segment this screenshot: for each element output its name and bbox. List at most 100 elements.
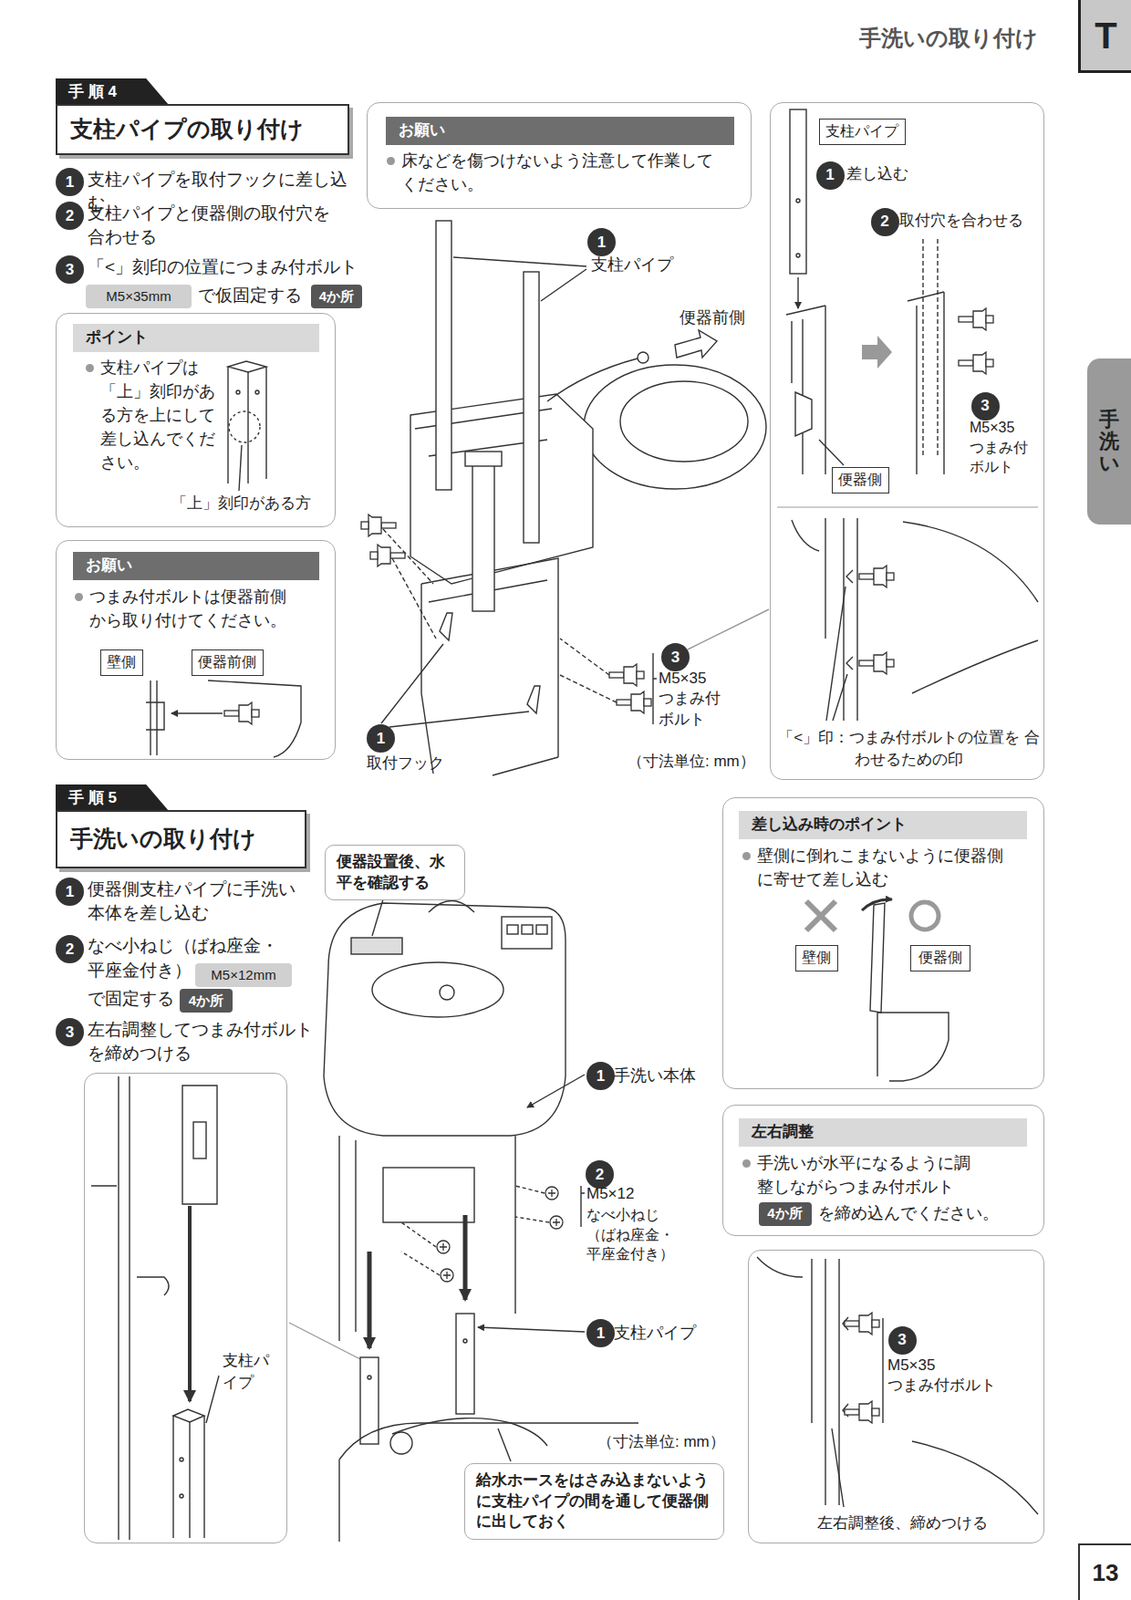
note-panel: つまみ付ボルトは便器前側から取り付けてください。 お願い壁側 便器前側 [55, 539, 336, 760]
part-label-box: 支柱パイプ [819, 118, 906, 146]
panel-heading: 左右調整 [738, 1118, 1028, 1147]
node-text: 2 [880, 211, 889, 231]
page-number: 13 [1078, 1543, 1131, 1600]
node-text: 3 [65, 259, 74, 280]
label-text: 支柱パイプと便器側の取付穴を合わせる [87, 201, 339, 249]
node-text: 1 [597, 232, 606, 252]
node-text: 便器前側 [197, 653, 257, 672]
node-text: T [1094, 12, 1117, 59]
callout-number: 2 [55, 201, 84, 230]
node-text: 壁側 [106, 653, 136, 672]
label-text: 「上」刻印がある方 [171, 493, 327, 515]
label-text: つまみ付ボルト [887, 1375, 1025, 1397]
callout-number: 2 [871, 207, 900, 237]
label-text: M5×35 つまみ付ボルト [969, 417, 1030, 478]
node-text: を締め込んでください。 [818, 1201, 1038, 1225]
part-label-box: 壁側 [100, 649, 144, 676]
step-tab: 手 順 5 [55, 784, 169, 811]
node-text: 便器側 [918, 948, 963, 967]
node-text: 2 [65, 939, 74, 959]
note-panel: 左右調整後、締めつける 3 [747, 1249, 1045, 1544]
count-badge: 4か所 [758, 1202, 812, 1226]
node-text: M5×35mm [105, 288, 171, 306]
node-text: 4か所 [319, 288, 354, 306]
panel-heading: ポイント [72, 323, 320, 353]
node-text: 4か所 [767, 1204, 802, 1223]
node-text: 支柱パイプ [825, 122, 899, 141]
node-text: 3 [671, 647, 680, 667]
node-text: 3 [65, 1022, 74, 1042]
node-text: つまみ付ボルトは便器前側から取り付けてください。 [72, 584, 301, 633]
callout-number: 3 [971, 392, 1000, 421]
panel-heading: お願い [385, 116, 735, 146]
step-title-box: 手洗いの取り付け [55, 809, 307, 869]
label-text: 支柱パイプ [591, 253, 678, 276]
node-text: ポイント [85, 327, 148, 347]
spec-badge: M5×12mm [195, 963, 292, 987]
node-text: お願い [398, 120, 446, 140]
node-text: 壁側に倒れこまないように便器側に寄せて差し込む [740, 843, 1015, 892]
label-text: で固定する [87, 986, 179, 1011]
part-label-box: 便器側 [910, 944, 971, 972]
node-text: M5×12mm [210, 966, 276, 985]
count-badge: 4か所 [311, 284, 363, 309]
node-text: 1 [596, 1323, 605, 1343]
node-text: 1 [65, 881, 74, 902]
label-text: M5×12 [586, 1183, 660, 1205]
callout-number: 3 [55, 255, 84, 284]
node-text: 左右調整後、締めつける [784, 1512, 1022, 1536]
callout-box: 給水ホースをはさみ込まないように支柱パイプの間を通して便器側に出しておく [464, 1463, 725, 1540]
label-text: M5×35 [658, 668, 732, 690]
panel-heading: お願い [72, 551, 320, 581]
node-text: 支柱パイプ [222, 1349, 274, 1395]
node-text: 手 順 4 [68, 82, 117, 102]
node-text: 3 [897, 1329, 906, 1349]
node-text: 給水ホースをはさみ込まないように支柱パイプの間を通して便器側に出しておく [476, 1470, 711, 1534]
node-text: 左右調整 [751, 1121, 814, 1142]
page-heading: 手洗いの取り付け [859, 23, 1038, 53]
node-text: 床などを傷つけないよう注意して作業してください。 [384, 148, 718, 197]
label-text: 便器前側 [679, 306, 767, 329]
label-text: 左右調整してつまみ付ボルトを締めつける [87, 1017, 316, 1065]
node-text: 支柱パイプは「上」刻印がある方を上にして差し込んでください。 [83, 355, 217, 475]
label-text: 「<」刻印の位置につまみ付ボルト [87, 255, 366, 280]
node-text: 便器側 [838, 470, 882, 489]
callout-number: 3 [55, 1017, 84, 1047]
callout-number: 1 [586, 1318, 615, 1348]
callout-number: 1 [55, 167, 84, 197]
label-text: 差し込む [846, 164, 929, 186]
panel-heading: 差し込み時のポイント [738, 810, 1028, 840]
label-text: 便器側支柱パイプに手洗い本体を差し込む [87, 877, 307, 924]
callout-box: 便器設置後、水平を確認する [324, 844, 466, 901]
part-label-box: 便器側 [831, 466, 890, 494]
label-text: で仮固定する [197, 283, 308, 308]
node-text: 2 [595, 1164, 604, 1184]
callout-number: 1 [587, 228, 616, 257]
node-text: 手洗いが水平になるように調整しながらつまみ付ボルト [740, 1151, 983, 1199]
callout-number: 3 [661, 643, 690, 672]
note-panel: 壁側に倒れこまないように便器側に寄せて差し込む差し込み時のポイント壁側 便器側 [722, 797, 1045, 1090]
callout-number: 1 [586, 1061, 615, 1090]
spec-badge: M5×35mm [85, 284, 192, 309]
callout-number: 1 [55, 877, 84, 906]
node-text: 手洗いの取り付け [70, 824, 257, 853]
node-text: お願い [85, 555, 133, 575]
side-index-tab: 手洗い [1087, 358, 1131, 525]
callout-number: 1 [816, 161, 845, 190]
label-text: 支柱パイプ [613, 1321, 706, 1344]
callout-number: 1 [366, 724, 395, 753]
label-text: 取付穴を合わせる [899, 210, 1038, 232]
label-text: M5×35 [887, 1355, 961, 1377]
node-text: 手洗い [1099, 408, 1120, 476]
callout-number: 2 [585, 1160, 614, 1189]
label-text: つまみ付ボルト [658, 688, 727, 731]
label-text: 手洗い本体 [613, 1064, 706, 1087]
node-text: 支柱パイプの取り付け [70, 114, 304, 144]
node-text: 13 [1092, 1557, 1120, 1588]
node-text: 「<」印：つまみ付ボルトの位置を 合わせるための印 [777, 726, 1042, 772]
part-label-box: 壁側 [795, 944, 839, 972]
label-text: なべ小ねじ（ばね座金・平座金付き） [87, 933, 284, 983]
node-text: 3 [980, 395, 989, 416]
node-text: 2 [65, 206, 74, 226]
